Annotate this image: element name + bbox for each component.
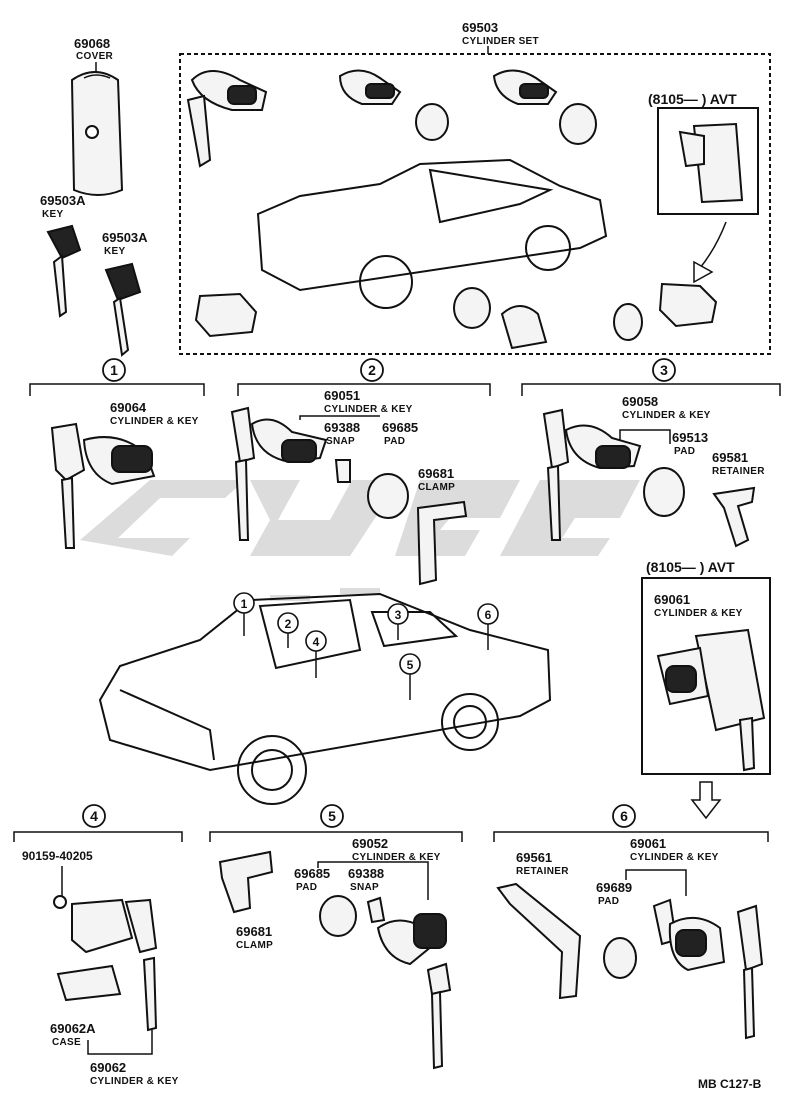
s4-bolt-number: 90159-40205 xyxy=(22,849,93,863)
key2-group: 69503A KEY xyxy=(102,230,148,357)
s5-pad-number: 69685 xyxy=(294,866,330,881)
key1-head xyxy=(46,224,82,260)
s5-cyl-number: 69052 xyxy=(352,836,388,851)
section-1-marker: 1 xyxy=(110,362,118,378)
car-marker-1: 1 xyxy=(241,597,248,611)
s3-retainer-name: RETAINER xyxy=(712,466,765,477)
section-1: 1 69064 CYLINDER & KEY xyxy=(29,358,205,549)
s6-pad-number: 69689 xyxy=(596,880,632,895)
s4-cyl-number: 69062 xyxy=(90,1060,126,1075)
cylinder-set-box xyxy=(179,53,771,355)
cylinder-set-group: 69503 CYLINDER SET (8105— ) AVT xyxy=(179,20,771,355)
s3-pad-name: PAD xyxy=(674,446,695,457)
s2-cyl-name: CYLINDER & KEY xyxy=(324,404,413,415)
avt-cyl-name: CYLINDER & KEY xyxy=(654,608,743,619)
key2-head xyxy=(104,262,142,302)
s5-clamp-name: CLAMP xyxy=(236,940,273,951)
section-4: 4 90159-40205 69062A CASE 69062 CYLINDER… xyxy=(13,804,183,1087)
s6-retainer-name: RETAINER xyxy=(516,866,569,877)
car-marker-3: 3 xyxy=(395,608,402,622)
s2-snap-number: 69388 xyxy=(324,420,360,435)
s5-snap-name: SNAP xyxy=(350,882,379,893)
cylinder-set-name: CYLINDER SET xyxy=(462,36,539,47)
section-5: 5 69052 CYLINDER & KEY 69685 PAD 69388 S… xyxy=(209,804,463,1070)
section-6-marker: 6 xyxy=(620,808,628,824)
avt-cyl-number: 69061 xyxy=(654,592,690,607)
s6-pad-name: PAD xyxy=(598,896,619,907)
s4-case-number: 69062A xyxy=(50,1021,96,1036)
s2-snap-name: SNAP xyxy=(326,436,355,447)
car-marker-5: 5 xyxy=(407,658,414,672)
s6-cyl-name: CYLINDER & KEY xyxy=(630,852,719,863)
s4-cyl-name: CYLINDER & KEY xyxy=(90,1076,179,1087)
s5-clamp-number: 69681 xyxy=(236,924,272,939)
avt-section: (8105— ) AVT 69061 CYLINDER & KEY xyxy=(641,559,771,820)
key2-name: KEY xyxy=(104,246,125,257)
avt-mid-label: (8105— ) AVT xyxy=(646,559,735,575)
s2-pad-number: 69685 xyxy=(382,420,418,435)
s6-retainer-number: 69561 xyxy=(516,850,552,865)
s6-cyl-number: 69061 xyxy=(630,836,666,851)
s3-pad-number: 69513 xyxy=(672,430,708,445)
s5-cyl-name: CYLINDER & KEY xyxy=(352,852,441,863)
s2-clamp-name: CLAMP xyxy=(418,482,455,493)
s4-case-name: CASE xyxy=(52,1037,81,1048)
cover-group: 69068 COVER xyxy=(70,36,124,196)
section-5-marker: 5 xyxy=(328,808,336,824)
car-marker-6: 6 xyxy=(485,608,492,622)
s1-cyl-name: CYLINDER & KEY xyxy=(110,416,199,427)
car-marker-2: 2 xyxy=(285,617,292,631)
footer-code: MB C127-B xyxy=(698,1077,762,1091)
cylinder-set-number: 69503 xyxy=(462,20,498,35)
section-4-marker: 4 xyxy=(90,808,98,824)
section-3-marker: 3 xyxy=(660,362,668,378)
key1-name: KEY xyxy=(42,209,63,220)
key1-group: 69503A KEY xyxy=(40,193,86,318)
s3-cyl-number: 69058 xyxy=(622,394,658,409)
key1-number: 69503A xyxy=(40,193,86,208)
center-car: 1 2 4 3 5 6 xyxy=(98,592,552,805)
s3-retainer-number: 69581 xyxy=(712,450,748,465)
avt-top-label: (8105— ) AVT xyxy=(648,91,737,107)
s2-clamp-number: 69681 xyxy=(418,466,454,481)
s3-cyl-name: CYLINDER & KEY xyxy=(622,410,711,421)
cover-name: COVER xyxy=(76,51,114,62)
section-2: 2 69051 CYLINDER & KEY 69388 SNAP 69685 … xyxy=(230,358,491,586)
cover-number: 69068 xyxy=(74,36,110,51)
section-2-marker: 2 xyxy=(368,362,376,378)
s2-cyl-number: 69051 xyxy=(324,388,360,403)
car-marker-4: 4 xyxy=(313,635,320,649)
s5-snap-number: 69388 xyxy=(348,866,384,881)
key2-number: 69503A xyxy=(102,230,148,245)
s1-cyl-number: 69064 xyxy=(110,400,147,415)
section-6: 6 69561 RETAINER 69061 CYLINDER & KEY 69… xyxy=(493,804,769,1040)
s5-pad-name: PAD xyxy=(296,882,317,893)
section-3: 3 69058 CYLINDER & KEY 69513 PAD 69581 R… xyxy=(521,358,781,548)
s2-pad-name: PAD xyxy=(384,436,405,447)
